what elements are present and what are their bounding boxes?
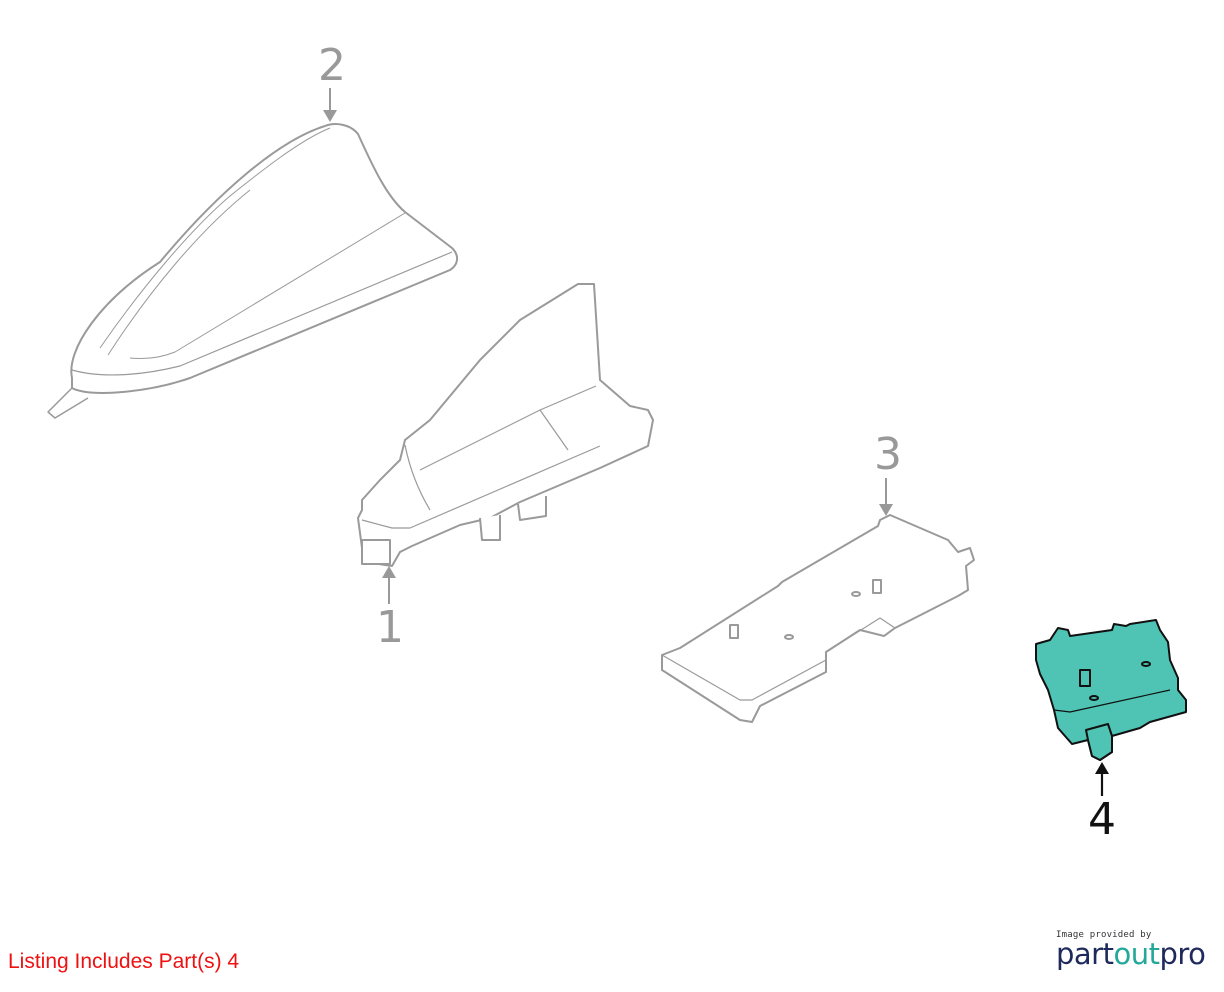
callout-2-arrow [323,88,337,122]
partoutpro-logo: partoutpro [1056,939,1206,969]
part-4-control-module-highlighted[interactable] [1035,619,1187,761]
callout-1-arrow [382,566,396,604]
part-2-antenna-cover [47,123,458,419]
callout-label-1[interactable]: 1 [376,602,404,653]
callout-3-arrow [879,478,893,516]
part-3-antenna-module [661,514,975,723]
image-credit: Image provided by partoutpro [1056,930,1206,969]
credit-caption: Image provided by [1056,930,1152,940]
part-1-antenna-base [357,283,654,567]
callout-label-4[interactable]: 4 [1088,794,1116,845]
logo-part: part [1056,937,1114,971]
logo-out: out [1113,937,1160,971]
callout-label-2[interactable]: 2 [318,40,346,91]
callout-label-3[interactable]: 3 [874,429,902,480]
logo-pro: pro [1159,937,1206,971]
listing-includes-note: Listing Includes Part(s) 4 [8,950,240,973]
callout-4-arrow [1095,762,1109,796]
